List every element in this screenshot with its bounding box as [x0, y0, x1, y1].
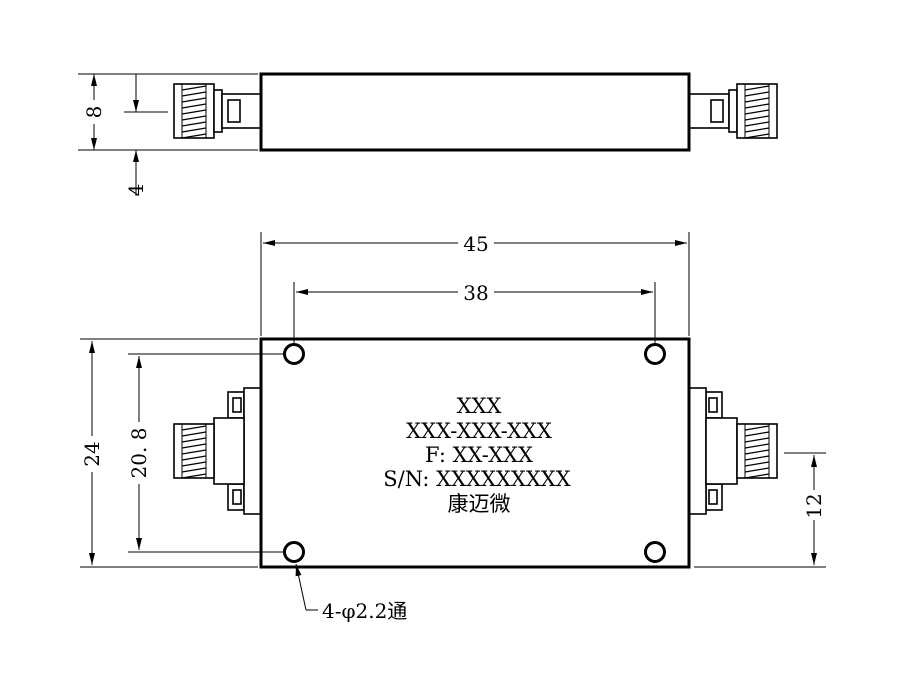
connector-height-label: 12: [802, 493, 826, 518]
mounting-hole-bottom-right: [644, 541, 666, 563]
side-left-connector: [173, 83, 263, 139]
label-line-manufacturer: 康迈微: [448, 492, 511, 516]
width-dimension: 24: [80, 338, 258, 568]
product-label: XXX XXX-XXX-XXX F: XX-XXX S/N: XXXXXXXXX…: [383, 394, 570, 516]
label-line-frequency: F: XX-XXX: [425, 443, 533, 467]
top-view: XXX XXX-XXX-XXX F: XX-XXX S/N: XXXXXXXXX…: [80, 232, 826, 623]
top-housing: [259, 337, 691, 569]
side-height-label: 8: [82, 106, 106, 119]
top-right-connector: [688, 387, 778, 515]
side-housing: [259, 72, 691, 152]
mounting-hole-top-right: [644, 343, 666, 365]
hole-callout: 4-φ2.2通: [295, 563, 407, 623]
length-label: 45: [463, 232, 488, 256]
length-dimension: 45: [260, 232, 690, 336]
side-offset-label: 4: [124, 184, 148, 197]
hole-spacing-y-label: 20. 8: [127, 428, 151, 479]
label-line-serial-number: S/N: XXXXXXXXX: [383, 467, 570, 491]
mounting-hole-top-left: [283, 343, 305, 365]
side-view: 8 4: [78, 72, 778, 196]
side-offset-dimension: 4: [124, 74, 168, 196]
mounting-hole-bottom-left: [283, 541, 305, 563]
hole-spacing-x-dimension: 38: [293, 281, 656, 344]
hole-callout-label: 4-φ2.2通: [322, 599, 407, 623]
side-right-connector: [688, 83, 778, 139]
label-line-part-number: XXX-XXX-XXX: [406, 419, 552, 443]
hole-spacing-y-dimension: 20. 8: [127, 353, 285, 553]
hole-spacing-x-label: 38: [463, 281, 488, 305]
label-line-model-family: XXX: [457, 394, 502, 418]
side-height-dimension: 8: [78, 73, 258, 151]
top-left-connector: [173, 387, 262, 515]
width-label: 24: [80, 441, 104, 466]
connector-height-dimension: 12: [694, 452, 826, 568]
